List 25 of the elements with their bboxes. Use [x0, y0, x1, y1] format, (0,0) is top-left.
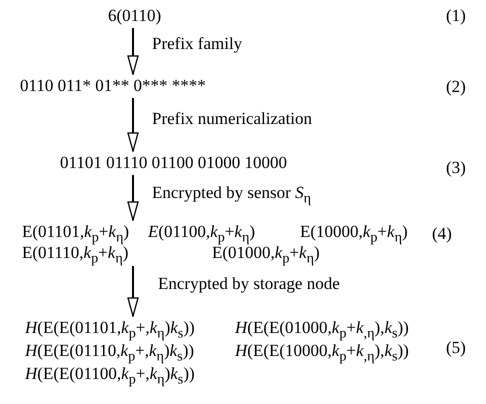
expression-text: H(E(E(01100,k$_{p}$+,k$_{η}$)k$_{s}$))	[25, 364, 195, 390]
expression-text: H(E(E(01000,k$_{p}$+k$_{,η}$),k$_{s}$))	[235, 318, 409, 344]
arrow	[127, 98, 139, 152]
code-text: 6(0110)	[108, 6, 162, 26]
arrow	[127, 175, 139, 221]
arrow	[127, 28, 139, 75]
expression-text: H(E(E(10000,k$_{p}$+k$_{,η}$),k$_{s}$))	[235, 341, 409, 366]
edge-label: Encrypted by sensor S$_{η}$	[152, 183, 311, 208]
edge-label: Prefix family	[152, 34, 242, 53]
code-text: 01101 01110 01100 01000 10000	[60, 153, 287, 173]
arrow	[127, 266, 139, 317]
edge-label: Encrypted by storage node	[158, 274, 340, 293]
expression-text: H(E(E(01110,k$_{p}$+,k$_{η}$)k$_{s}$))	[25, 341, 194, 366]
equation-number: (2)	[446, 77, 466, 96]
expression-text: E(01110,k$_{p}$+k$_{η}$)	[22, 243, 128, 268]
equation-number: (5)	[446, 338, 466, 357]
code-text: 0110 011* 01** 0*** ****	[20, 76, 206, 96]
equation-number: (1)	[446, 6, 466, 25]
expression-text: E(01000,k$_{p}$+k$_{η}$)	[212, 243, 320, 268]
equation-number: (4)	[432, 224, 452, 243]
equation-number: (3)	[446, 158, 466, 177]
expression-text: E(10000,k$_{p}$+k$_{η}$)	[300, 222, 408, 246]
expression-text: E(01100,k$_{p}$+k$_{η}$)	[148, 222, 256, 246]
expression-text: E(01101,k$_{p}$+k$_{η}$)	[22, 222, 130, 246]
expression-text: H(E(E(01101,k$_{p}$+,k$_{η}$)k$_{s}$))	[25, 318, 195, 344]
